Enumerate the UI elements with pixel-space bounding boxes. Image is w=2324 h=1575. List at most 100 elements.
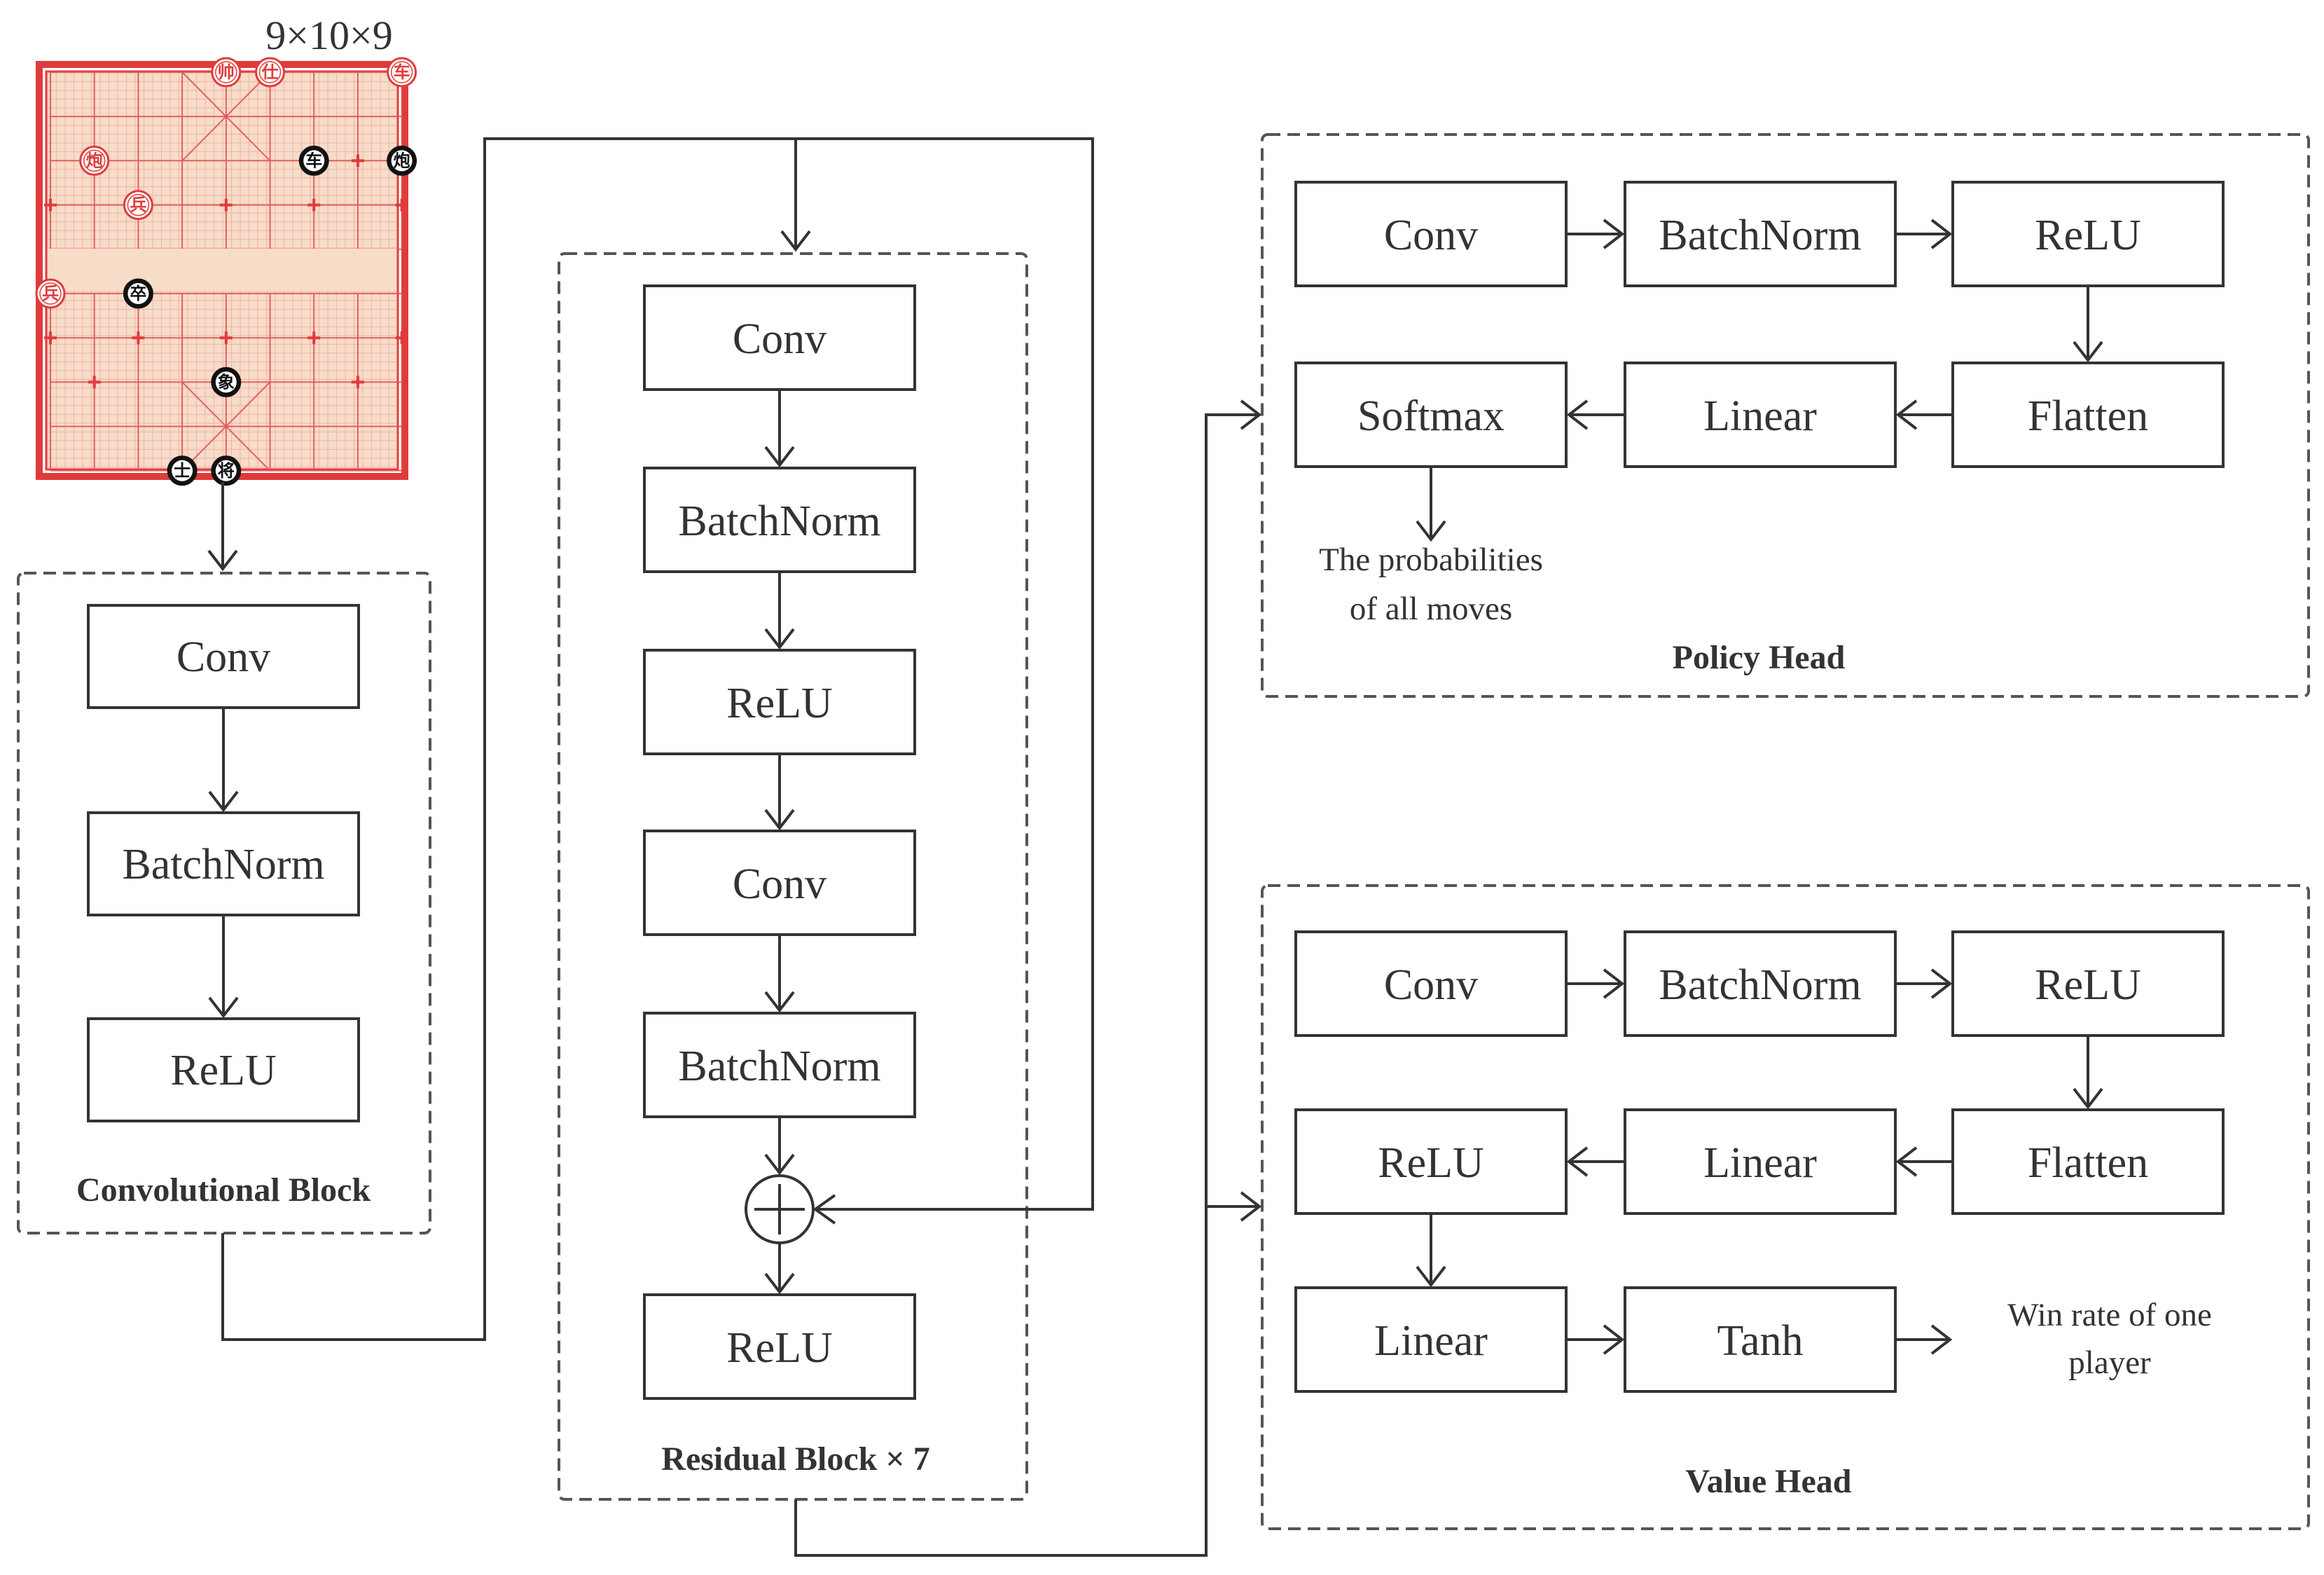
value-tanh-label: Tanh — [1717, 1317, 1803, 1365]
input-shape-label: 9×10×9 — [265, 13, 392, 58]
res-arrowhead-3 — [764, 809, 795, 831]
conv-to-bn-arrowhead — [208, 790, 239, 813]
connectors — [207, 137, 2103, 1557]
board-grid — [44, 71, 408, 472]
policy-batchnorm-node — [1624, 181, 1897, 287]
value-tanh-node — [1624, 1286, 1897, 1393]
res-batchnorm1-node — [643, 467, 916, 573]
value-relu1-node — [1951, 930, 2225, 1037]
res-arrowhead-5 — [764, 1153, 795, 1176]
xiangqi-piece-black: 炮 — [387, 145, 417, 176]
policy-arrowhead-3 — [2073, 341, 2103, 363]
value-head-caption: Value Head — [1686, 1463, 1852, 1500]
convolutional-block: Conv BatchNorm ReLU Convolutional Block — [17, 572, 431, 1234]
policy-linear-node — [1624, 362, 1897, 468]
xiangqi-piece-red: 帅 — [211, 57, 242, 88]
res-batchnorm1-label: BatchNorm — [678, 497, 880, 545]
policy-arrowhead-4 — [1895, 399, 1918, 430]
value-output-line1: Win rate of one — [2007, 1297, 2212, 1333]
policy-conv-label: Conv — [1384, 212, 1478, 259]
res-conv1-node — [643, 284, 916, 391]
value-conv-label: Conv — [1384, 961, 1478, 1009]
res-arrowhead-6 — [764, 1272, 795, 1295]
value-flatten-node — [1951, 1108, 2225, 1215]
value-linear1-label: Linear — [1703, 1139, 1817, 1187]
bn-to-relu-arrowhead — [208, 996, 239, 1019]
value-relu2-label: ReLU — [1378, 1139, 1484, 1187]
value-relu1-label: ReLU — [2035, 961, 2141, 1009]
conv-block-relu-label: ReLU — [170, 1047, 277, 1094]
residual-add-icon — [745, 1174, 815, 1244]
xiangqi-piece-black: 象 — [211, 366, 242, 397]
res-batchnorm2-label: BatchNorm — [678, 1043, 880, 1090]
conv-block-relu-node — [87, 1017, 360, 1122]
res-relu1-node — [643, 649, 916, 755]
policy-flatten-label: Flatten — [2028, 392, 2148, 440]
svg-text:车: 车 — [394, 62, 410, 82]
value-linear1-node — [1624, 1108, 1897, 1215]
board-to-conv-arrowhead — [207, 549, 238, 572]
xiangqi-piece-black: 车 — [298, 145, 329, 176]
res-relu1-label: ReLU — [726, 680, 833, 727]
policy-batchnorm-label: BatchNorm — [1659, 212, 1861, 259]
policy-arrowhead-5 — [1566, 399, 1589, 430]
res-conv2-label: Conv — [733, 860, 826, 908]
res-conv1-label: Conv — [733, 315, 826, 363]
svg-text:车: 车 — [305, 151, 322, 170]
value-relu2-node — [1294, 1108, 1568, 1215]
svg-text:炮: 炮 — [86, 151, 103, 170]
skip-connection-arrowhead — [812, 1194, 836, 1225]
res-relu2-label: ReLU — [726, 1324, 833, 1372]
value-linear2-label: Linear — [1374, 1317, 1488, 1365]
svg-text:仕: 仕 — [261, 62, 279, 82]
xiangqi-piece-red: 炮 — [79, 145, 110, 176]
policy-head-caption: Policy Head — [1673, 639, 1846, 676]
xiangqi-piece-black: 卒 — [123, 278, 153, 309]
policy-relu-label: ReLU — [2035, 212, 2141, 259]
to-policy-arrowhead — [1240, 399, 1262, 430]
residual-block: Conv BatchNorm ReLU Conv BatchNorm ReLU … — [558, 252, 1028, 1501]
svg-text:士: 士 — [174, 461, 191, 481]
svg-text:卒: 卒 — [130, 284, 146, 303]
svg-text:将: 将 — [218, 461, 235, 481]
xiangqi-piece-red: 仕 — [255, 57, 285, 88]
policy-head: Conv BatchNorm ReLU Softmax Linear Flatt… — [1261, 133, 2310, 698]
res-relu2-node — [643, 1293, 916, 1400]
policy-arrowhead-6 — [1416, 520, 1446, 542]
xiangqi-piece-black: 士 — [167, 455, 198, 486]
xiangqi-piece-red: 车 — [387, 57, 417, 88]
value-batchnorm-label: BatchNorm — [1659, 961, 1861, 1009]
value-arrowhead-8 — [1930, 1324, 1953, 1355]
policy-linear-label: Linear — [1703, 392, 1817, 440]
value-arrowhead-5 — [1566, 1146, 1589, 1177]
value-flatten-label: Flatten — [2028, 1139, 2148, 1187]
conv-block-conv-label: Conv — [177, 633, 270, 681]
conv-to-residual-line — [221, 137, 797, 1341]
policy-output-line1: The probabilities — [1319, 542, 1543, 578]
policy-softmax-label: Softmax — [1357, 392, 1505, 440]
svg-text:炮: 炮 — [394, 151, 410, 170]
res-arrowhead-4 — [764, 991, 795, 1013]
policy-head-frame — [1261, 133, 2310, 698]
xiangqi-piece-red: 兵 — [35, 278, 66, 309]
conv-block-caption: Convolutional Block — [76, 1171, 371, 1209]
value-arrowhead-3 — [2073, 1087, 2103, 1110]
value-head: Conv BatchNorm ReLU ReLU Linear Flatten … — [1261, 884, 2310, 1530]
value-head-frame — [1261, 884, 2310, 1530]
value-arrowhead-6 — [1416, 1265, 1446, 1288]
res-batchnorm2-node — [643, 1012, 916, 1118]
svg-text:象: 象 — [218, 372, 235, 392]
residual-to-heads-line — [794, 413, 1259, 1557]
value-arrowhead-7 — [1603, 1324, 1625, 1355]
residual-block-frame — [558, 252, 1028, 1501]
input-board: 9×10×9 帅仕车炮车炮兵兵卒象士将 — [35, 13, 417, 486]
conv-block-batchnorm-node — [87, 811, 360, 916]
residual-block-caption: Residual Block × 7 — [661, 1440, 929, 1478]
policy-conv-node — [1294, 181, 1568, 287]
svg-text:帅: 帅 — [218, 62, 235, 82]
res-arrowhead-2 — [764, 628, 795, 650]
policy-output-line2: of all moves — [1350, 591, 1512, 627]
svg-text:兵: 兵 — [42, 284, 59, 303]
policy-arrowhead-1 — [1603, 219, 1625, 249]
to-value-arrowhead — [1240, 1191, 1262, 1222]
